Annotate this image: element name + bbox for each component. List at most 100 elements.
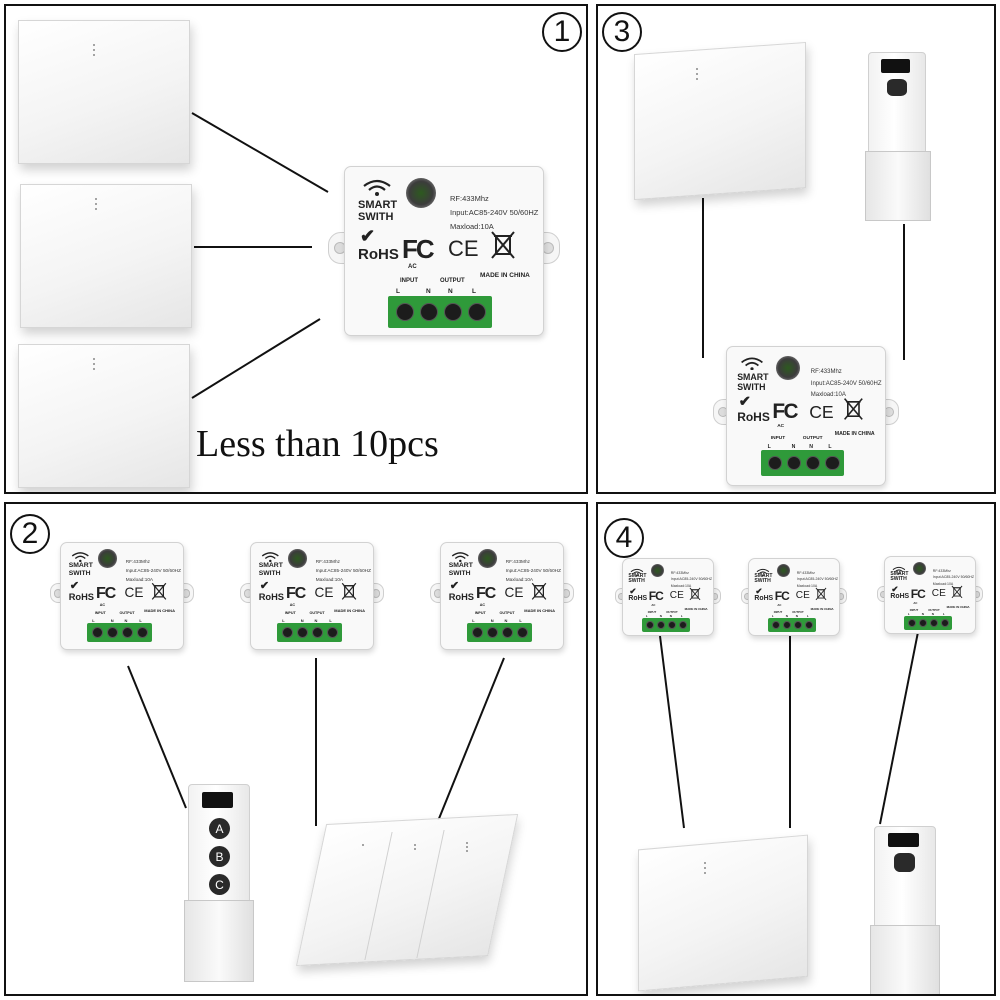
terminal-label: L	[396, 288, 400, 295]
terminal-label: L	[771, 614, 774, 619]
ce-mark: CE	[931, 588, 946, 600]
terminal-block	[87, 622, 152, 643]
terminal-label: N	[426, 288, 431, 295]
terminal-label: N	[795, 614, 798, 619]
fc-mark: FC	[402, 234, 435, 264]
status-led	[912, 561, 927, 576]
checkmark-icon: ✔	[755, 585, 763, 596]
terminal-label: L	[472, 617, 475, 623]
panel-3-wires	[702, 198, 905, 360]
wifi-icon	[892, 562, 906, 575]
module-title: SWITH	[737, 381, 766, 392]
status-led	[288, 549, 307, 568]
remote-button-a[interactable]: A	[209, 818, 230, 839]
wifi-icon	[362, 178, 392, 196]
terminal-screw	[92, 626, 104, 639]
spec-input: Input:AC85-240V 50/60HZ	[796, 577, 839, 582]
wifi-icon	[740, 356, 764, 370]
terminal-label: L	[806, 614, 809, 619]
weee-bin-icon	[151, 582, 167, 601]
module-title: SMART	[448, 562, 473, 570]
terminal-label: L	[907, 612, 910, 617]
made-in-label: MADE IN CHINA	[946, 604, 970, 609]
wall-switch	[18, 20, 190, 164]
terminal-label: L	[282, 617, 285, 623]
status-led	[775, 355, 800, 380]
weee-bin-icon	[341, 582, 357, 601]
spec-maxload: Maxload:10A	[670, 583, 692, 588]
module-title: SMART	[737, 372, 769, 383]
weee-bin-icon	[689, 587, 701, 601]
wifi-icon	[630, 564, 644, 577]
output-label: OUTPUT	[802, 435, 823, 441]
terminal-screw	[767, 455, 782, 470]
terminal-label: N	[669, 614, 672, 619]
panel-1-wires	[191, 112, 329, 399]
input-label: INPUT	[909, 607, 919, 612]
spec-input: Input:AC85-240V 50/60HZ	[125, 568, 181, 573]
remote-button[interactable]	[894, 853, 915, 872]
wire	[879, 631, 919, 825]
wire	[191, 318, 321, 399]
module-title: SMART	[258, 562, 283, 570]
spec-input: Input:AC85-240V 50/60HZ	[505, 568, 561, 573]
spec-maxload: Maxload:10A	[505, 576, 534, 582]
remote-button-b[interactable]: B	[209, 846, 230, 867]
terminal-screw	[468, 303, 486, 321]
spec-maxload: Maxload:10A	[315, 576, 344, 582]
spec-input: Input:AC85-240V 50/60HZ	[315, 568, 371, 573]
input-label: INPUT	[773, 609, 783, 614]
terminal-screw	[929, 618, 939, 628]
fc-mark: FC	[96, 584, 116, 603]
input-label: INPUT	[770, 435, 786, 441]
panel-number: 1	[542, 12, 582, 52]
wire	[127, 665, 187, 809]
checkmark-icon: ✔	[360, 226, 376, 246]
terminal-screw	[487, 626, 499, 639]
terminal-screw	[918, 618, 928, 628]
terminal-label: L	[519, 617, 522, 623]
terminal-label: N	[931, 612, 934, 617]
terminal-label: L	[645, 614, 648, 619]
made-in-label: MADE IN CHINA	[144, 607, 175, 613]
module-title: SWITH	[68, 569, 91, 577]
remote-button-c[interactable]: C	[209, 874, 230, 895]
remote-button[interactable]	[887, 79, 907, 96]
panel-4-wires	[659, 631, 919, 829]
made-in-label: MADE IN CHINA	[810, 606, 834, 611]
terminal-screw	[656, 620, 666, 630]
wall-switch	[18, 344, 190, 488]
status-led	[776, 563, 791, 578]
module-title: SWITH	[890, 576, 907, 583]
terminal-block	[277, 622, 342, 643]
checkmark-icon: ✔	[629, 585, 637, 596]
fc-mark: FC	[772, 400, 798, 424]
terminal-screw	[501, 626, 514, 639]
rohs-mark: RoHS	[448, 591, 474, 602]
output-label: OUTPUT	[666, 609, 678, 614]
terminal-label: L	[472, 288, 476, 295]
ce-mark: CE	[795, 590, 810, 602]
module-title: SWITH	[258, 569, 281, 577]
terminal-screw	[667, 620, 677, 630]
triple-wall-switch	[296, 813, 519, 974]
spec-input: Input:AC85-240V 50/60HZ	[810, 380, 882, 387]
wire	[191, 112, 329, 193]
fc-mark: FC	[476, 584, 496, 603]
terminal-label: N	[791, 443, 796, 450]
fc-mark: FC	[648, 589, 664, 604]
rohs-mark: RoHS	[890, 592, 910, 600]
remote-indicator	[881, 59, 910, 73]
terminal-screw	[940, 618, 950, 628]
made-in-label: MADE IN CHINA	[524, 607, 555, 613]
weee-bin-icon	[843, 397, 864, 421]
ac-label: AC	[289, 602, 296, 607]
remote-wall-holder	[184, 900, 254, 982]
terminal-screw	[297, 626, 309, 639]
fc-mark: FC	[286, 584, 306, 603]
